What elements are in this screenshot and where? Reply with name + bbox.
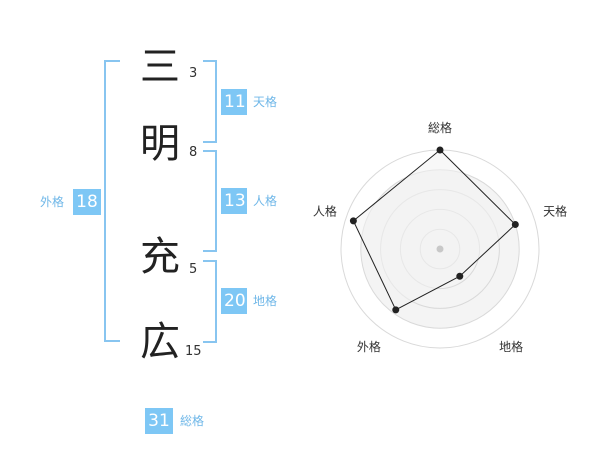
- radar-point-2: [511, 221, 519, 229]
- name-char-1: 三: [140, 44, 180, 90]
- jinkaku-label: 人格: [253, 194, 278, 208]
- name-char-3: 充: [140, 234, 180, 280]
- radar-data-polygon: [352, 149, 517, 311]
- stroke-count-1: 3: [189, 66, 198, 81]
- name-char-4: 広: [140, 319, 180, 365]
- radar-center-dot: [436, 245, 444, 253]
- soukaku-label: 総格: [180, 414, 205, 428]
- stroke-count-3: 5: [189, 262, 198, 277]
- radar-point-4: [392, 306, 400, 314]
- stroke-count-4: 15: [185, 344, 202, 359]
- gaikaku-label: 外格: [40, 195, 65, 209]
- radar-axis-label-3: 地格: [499, 339, 523, 354]
- name-char-2: 明: [140, 121, 180, 167]
- chikaku-value: 20: [221, 288, 247, 314]
- radar-axis-label-4: 外格: [357, 339, 381, 354]
- tenkaku-label: 天格: [253, 95, 278, 109]
- radar-axis-label-5: 人格: [313, 204, 337, 219]
- soukaku-value: 31: [145, 408, 173, 434]
- chikaku-bracket: [203, 260, 217, 343]
- jinkaku-bracket: [203, 150, 217, 252]
- radar-axis-label-2: 天格: [543, 204, 567, 219]
- radar-point-3: [456, 272, 464, 280]
- tenkaku-bracket: [203, 60, 217, 143]
- stroke-count-2: 8: [189, 145, 198, 160]
- radar-point-1: [436, 146, 444, 154]
- gaikaku-bracket: [104, 60, 120, 342]
- radar-point-5: [349, 217, 357, 225]
- tenkaku-value: 11: [221, 89, 247, 115]
- gaikaku-value: 18: [73, 189, 101, 215]
- radar-axis-label-1: 総格: [428, 120, 452, 135]
- jinkaku-value: 13: [221, 188, 247, 214]
- chikaku-label: 地格: [253, 294, 278, 308]
